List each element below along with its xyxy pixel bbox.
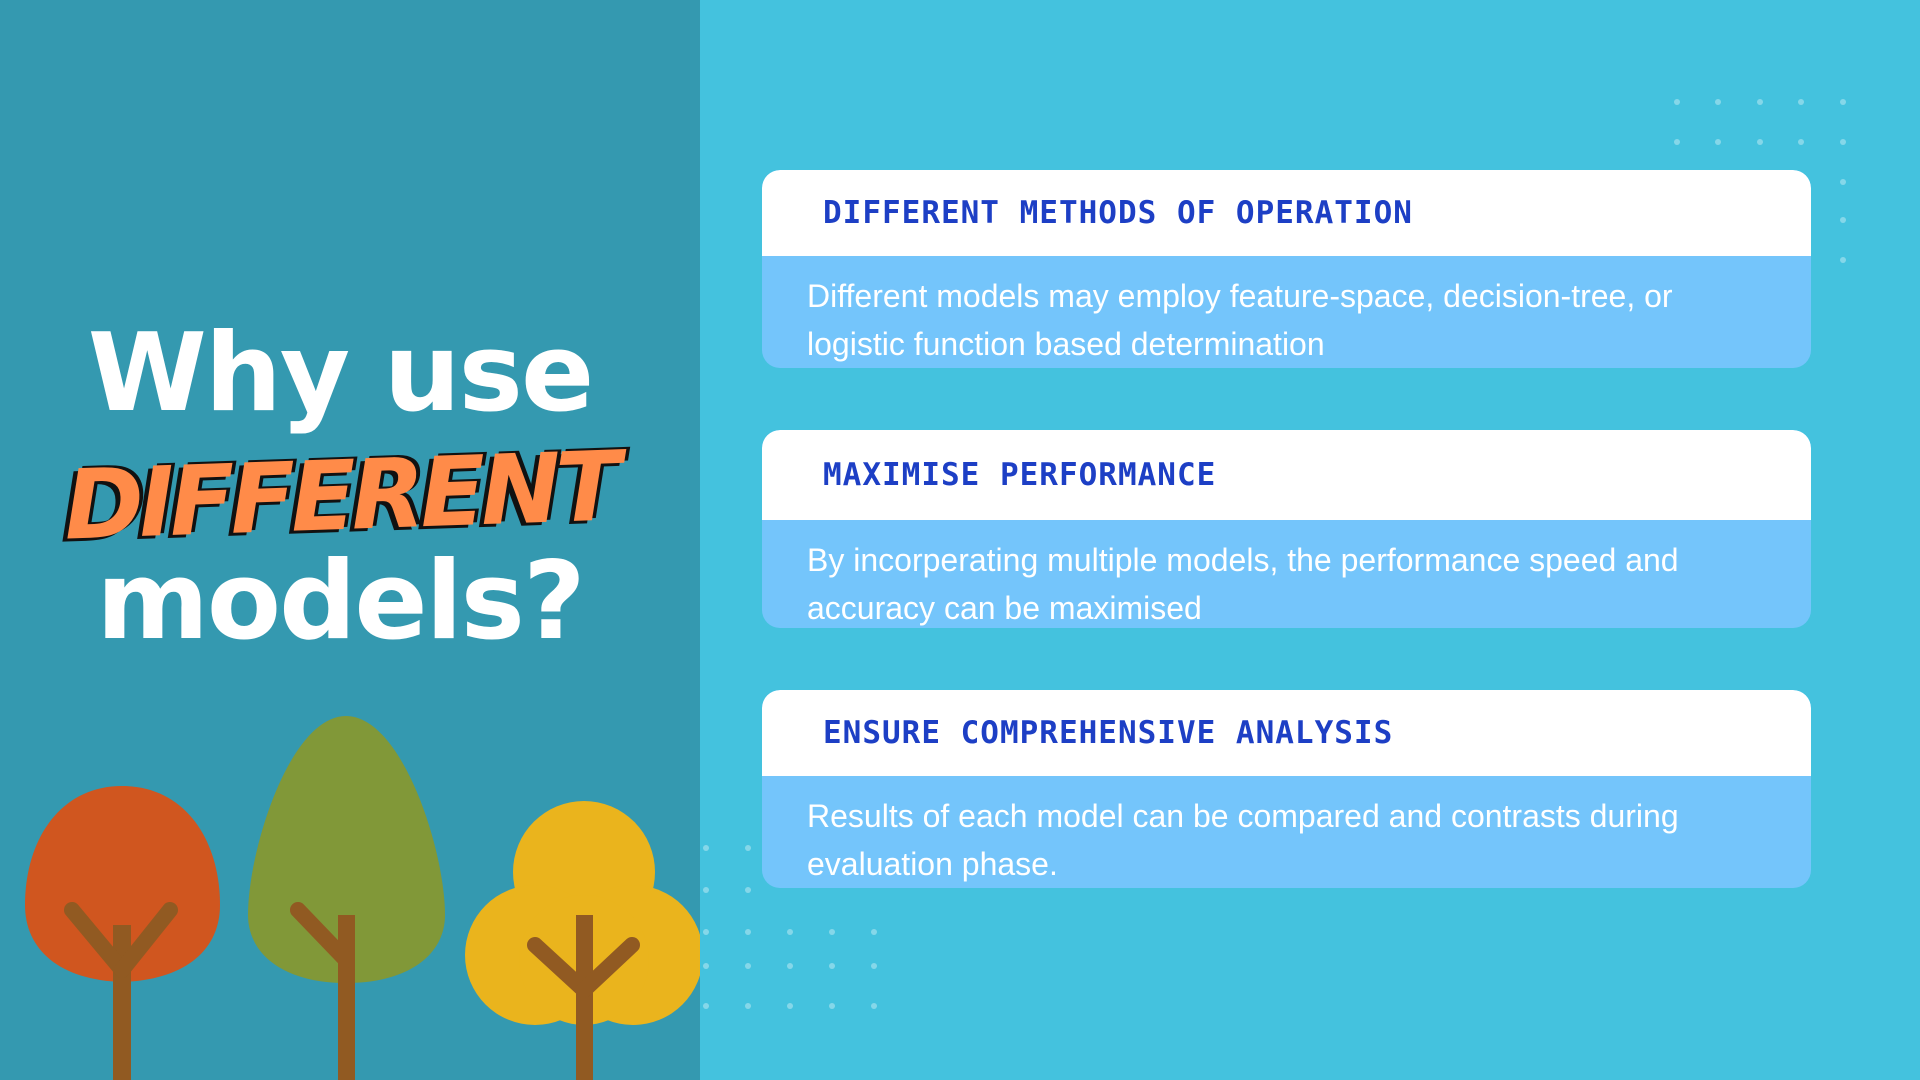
headline-accent-word: DIFFERENT [61, 430, 619, 562]
left-panel: Why use DIFFERENT models? [0, 0, 700, 1080]
card-body: By incorperating multiple models, the pe… [807, 542, 1679, 626]
headline-line-1: Why use [87, 311, 594, 436]
headline-line-3: models? [96, 539, 585, 664]
headline: Why use DIFFERENT models? [0, 315, 680, 661]
card-body: Results of each model can be compared an… [807, 798, 1679, 882]
dot-grid-bottom-left [703, 845, 877, 1009]
red-tree-icon [25, 786, 220, 1080]
card-body: Different models may employ feature-spac… [807, 278, 1673, 362]
yellow-tree-icon [465, 801, 700, 1080]
dot-grid-top-right [1674, 99, 1846, 263]
trees-illustration [25, 716, 700, 1080]
card-maximise-performance: MAXIMISE PERFORMANCE By incorperating mu… [762, 430, 1811, 628]
card-title: MAXIMISE PERFORMANCE [823, 457, 1217, 493]
card-comprehensive-analysis: ENSURE COMPREHENSIVE ANALYSIS Results of… [762, 690, 1811, 888]
card-different-methods: DIFFERENT METHODS OF OPERATION Different… [762, 170, 1811, 368]
card-header: DIFFERENT METHODS OF OPERATION [762, 170, 1811, 256]
card-header: ENSURE COMPREHENSIVE ANALYSIS [762, 690, 1811, 776]
green-tree-icon [248, 716, 445, 1080]
card-title: ENSURE COMPREHENSIVE ANALYSIS [823, 715, 1394, 751]
card-title: DIFFERENT METHODS OF OPERATION [823, 195, 1413, 231]
card-header: MAXIMISE PERFORMANCE [762, 430, 1811, 520]
